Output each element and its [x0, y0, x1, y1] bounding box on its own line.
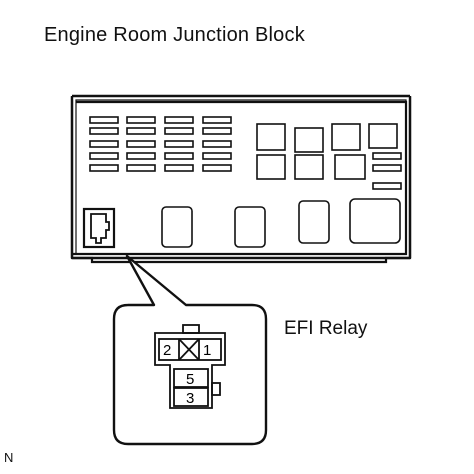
mini-fuse-array: [89, 116, 232, 172]
pin-label-2: 2: [163, 342, 171, 359]
efi-relay-location: [82, 207, 116, 249]
efi-relay-label: EFI Relay: [284, 318, 368, 339]
large-socket-row: [161, 198, 401, 248]
diagram-title: Engine Room Junction Block: [44, 24, 305, 46]
junction-block-outline: [70, 96, 412, 264]
efi-relay-connector: [154, 324, 226, 409]
pin-label-1: 1: [203, 342, 211, 359]
figure-code: N: [4, 450, 14, 465]
relay-socket-array: [256, 123, 402, 190]
pin-label-5: 5: [186, 371, 194, 388]
pin-label-3: 3: [186, 390, 194, 407]
